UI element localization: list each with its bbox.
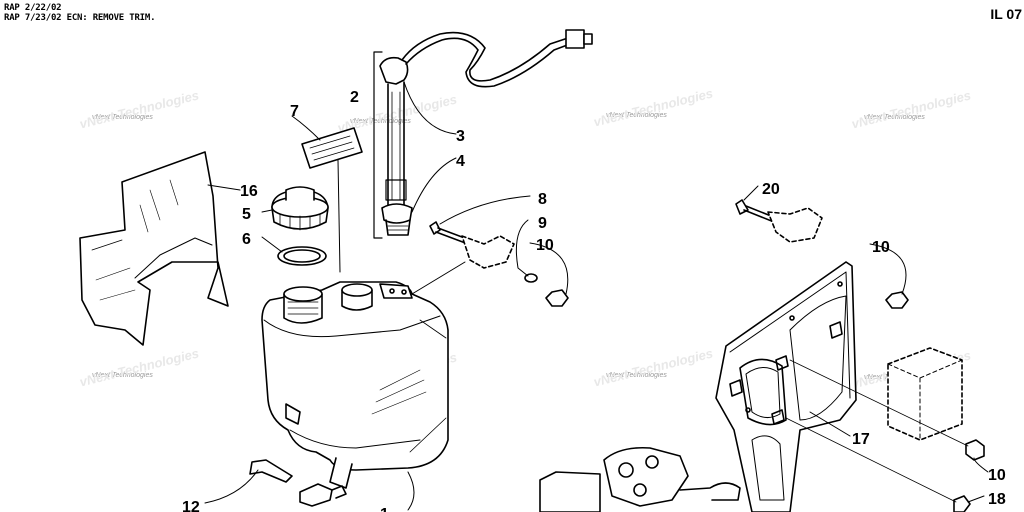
hex-nut-icon [545,289,569,307]
flat-washer-icon [524,273,538,283]
fuel-tank-icon [261,281,449,489]
hose-fitting-icon [249,459,347,507]
spacer-block [767,207,823,243]
callout-6: 6 [242,231,251,248]
revision-note-1: RAP 2/22/02 [4,3,62,13]
callout-labels: 2 7 3 4 16 5 6 8 9 10 20 10 17 10 18 12 … [182,89,1006,512]
callout-1: 1 [380,506,389,512]
spacer-block [461,235,515,269]
callout-17: 17 [852,431,870,448]
hex-nut-icon [953,495,971,512]
hex-nut-icon [965,439,985,461]
component-box [539,471,601,512]
callout-12: 12 [182,499,200,512]
filler-cap-icon [271,186,329,231]
callout-20: 20 [762,181,780,198]
leader-line [411,261,466,295]
relay-box [887,347,963,441]
leader-line [337,159,341,273]
heat-shield-icon [79,151,229,346]
callout-18: 18 [988,491,1006,508]
wire-harness-icon [401,29,593,88]
callout-7: 7 [290,103,299,120]
callout-2: 2 [350,89,359,106]
callout-3: 3 [456,128,465,145]
fuel-sender-icon [379,56,413,236]
callout-4: 4 [456,153,465,170]
leader-lines [204,81,989,511]
callout-9: 9 [538,215,547,232]
callout-16: 16 [240,183,258,200]
hex-nut-icon [885,291,909,309]
cap-gasket-icon [277,246,327,266]
valve-assembly [603,446,741,507]
callout-10: 10 [988,467,1006,484]
callout-10: 10 [536,237,554,254]
callout-5: 5 [242,206,251,223]
revision-note-2: RAP 7/23/02 ECN: REMOVE TRIM. [4,13,156,23]
illustration-reference: IL 07 [990,6,1022,22]
bracket-plate-icon [715,261,857,512]
label-decal-icon [301,127,363,169]
sender-bracket-line [373,51,383,239]
callout-10: 10 [872,239,890,256]
callout-8: 8 [538,191,547,208]
